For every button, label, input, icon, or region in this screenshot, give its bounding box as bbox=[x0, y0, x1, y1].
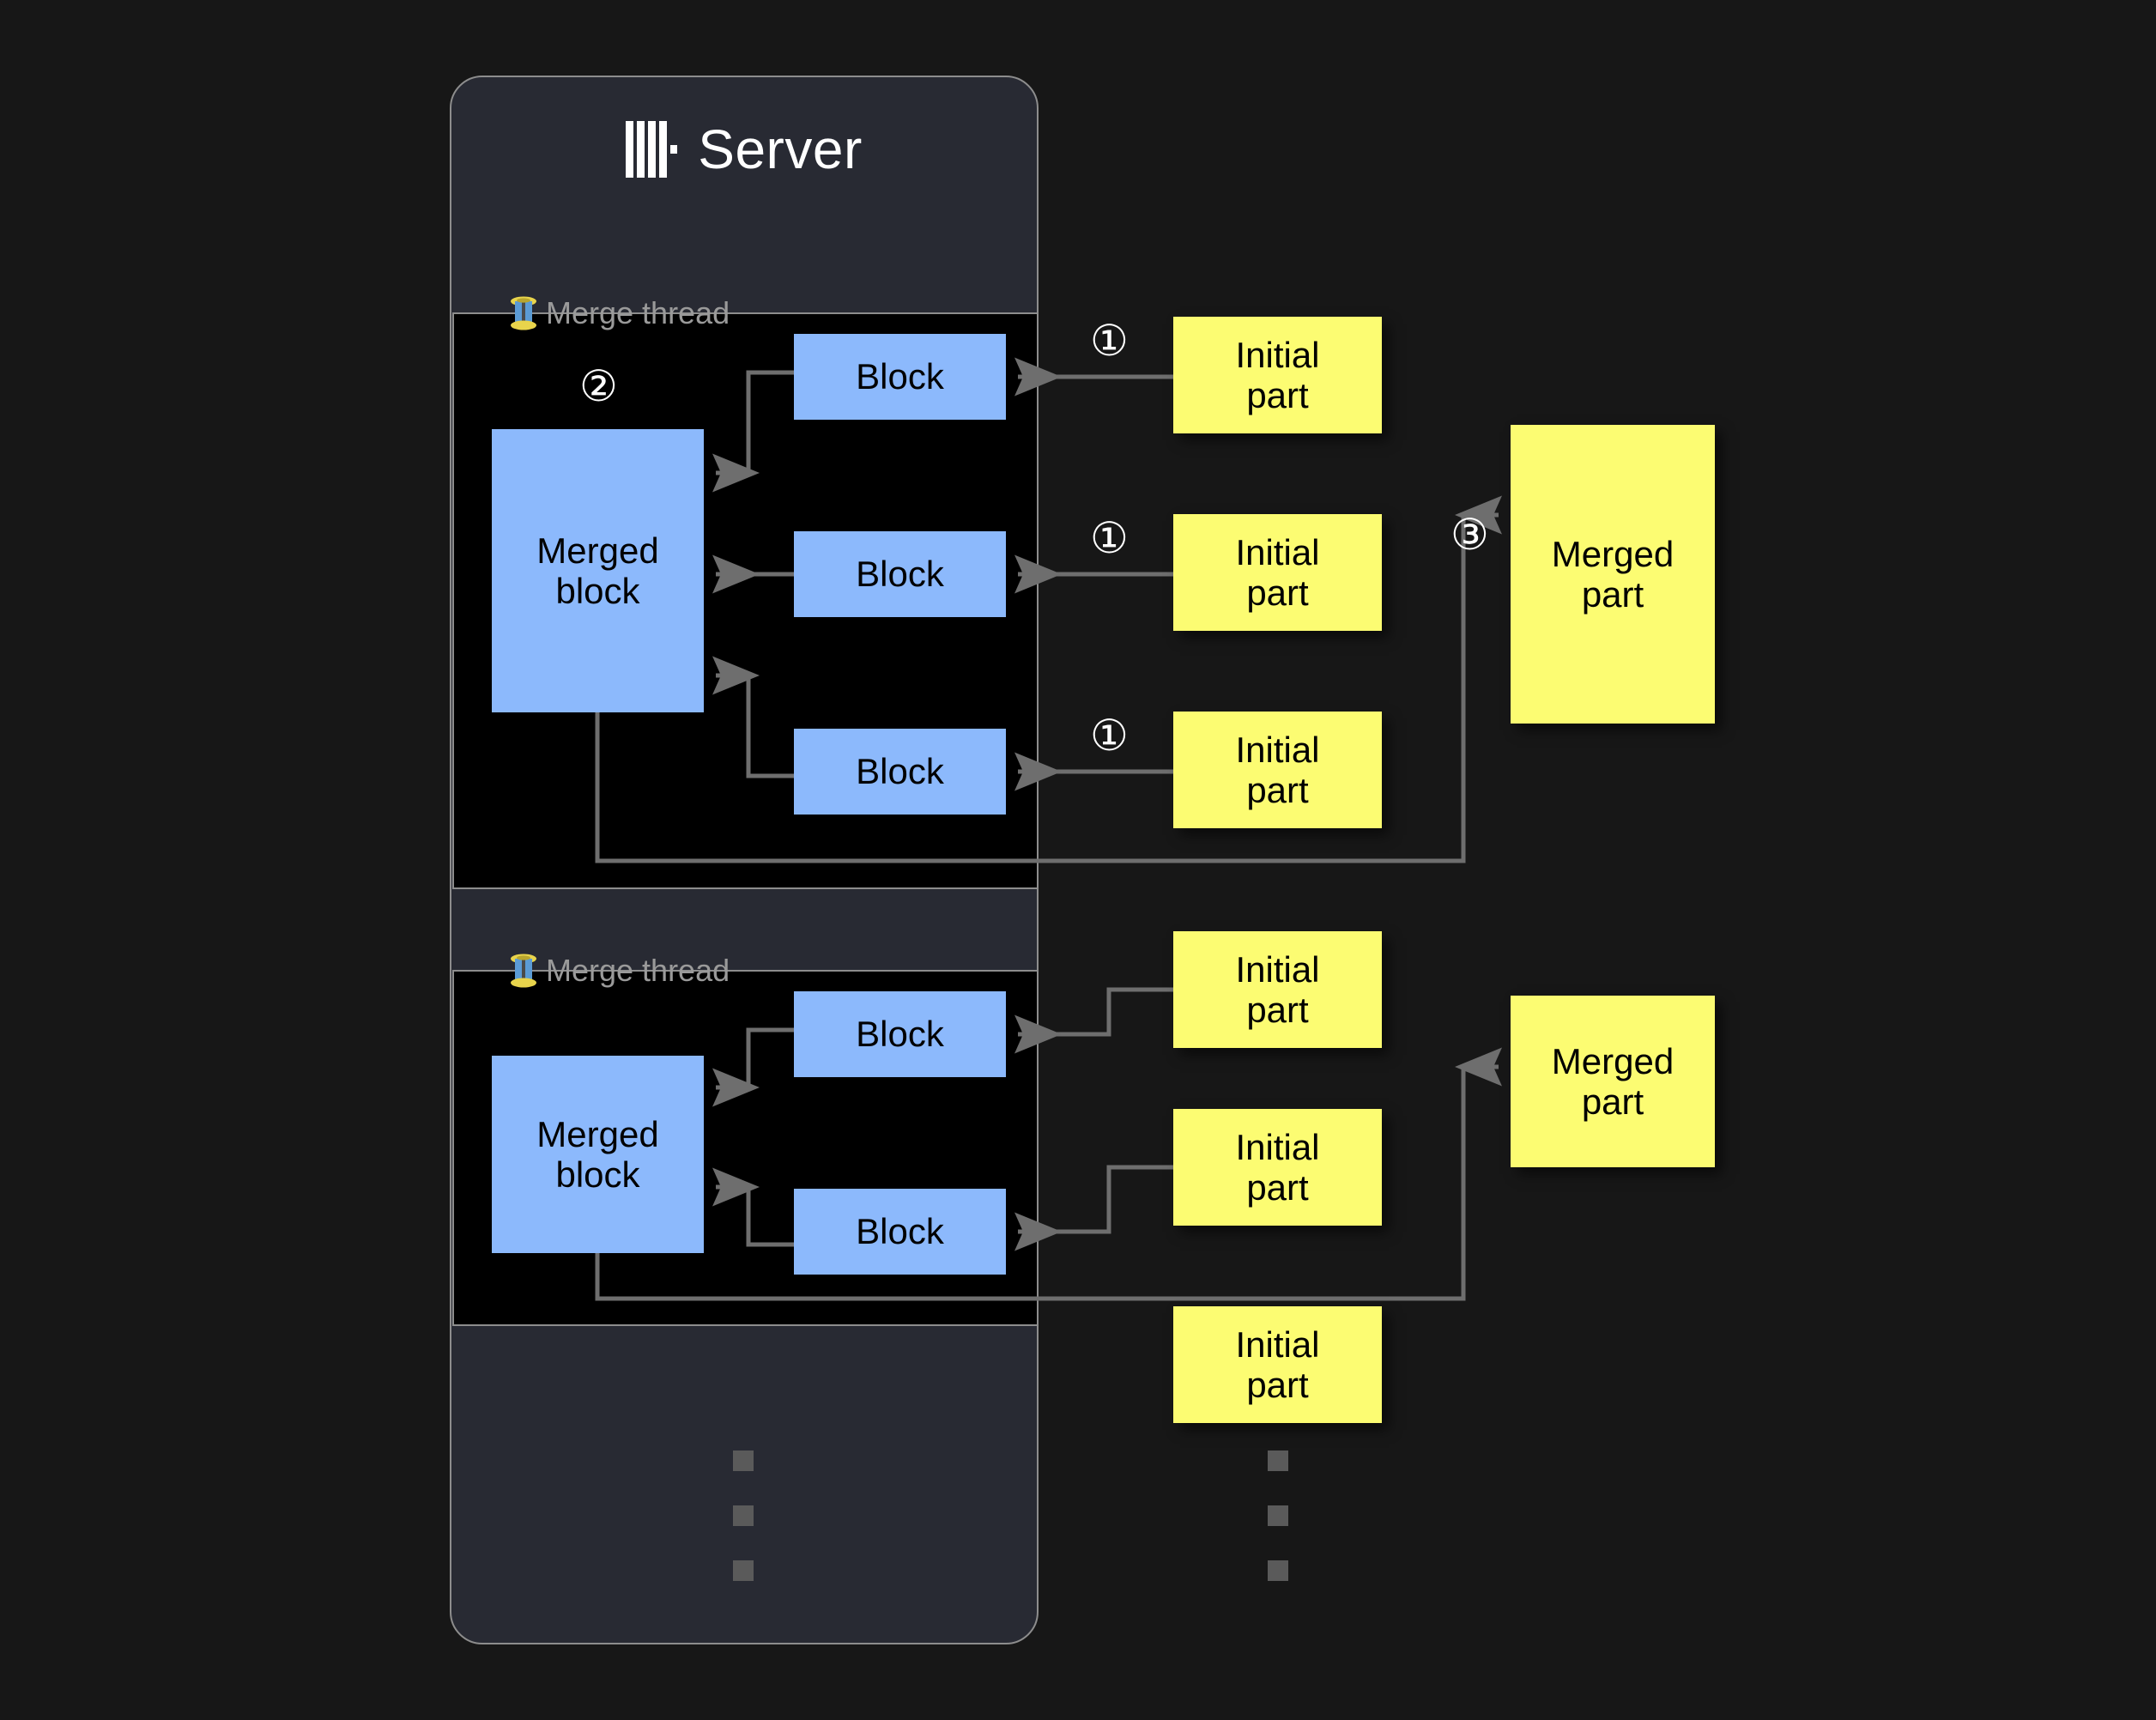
step-marker-3: ③ bbox=[1450, 511, 1489, 559]
block-2-2-label: Block bbox=[856, 1211, 944, 1252]
server-title: Server bbox=[450, 110, 1039, 189]
merge-thread-label-1-text: Merge thread bbox=[546, 295, 730, 330]
step-marker-2: ② bbox=[579, 362, 618, 410]
edge-initial-2-1-to-block-2-1 bbox=[1014, 987, 1173, 1054]
ellipsis-dot bbox=[1268, 1505, 1288, 1526]
server-title-label: Server bbox=[698, 118, 863, 180]
server-ellipsis bbox=[733, 1450, 754, 1581]
block-1-2: Block bbox=[794, 531, 1006, 617]
block-1-1: Block bbox=[794, 334, 1006, 420]
step-marker-1-a: ① bbox=[1090, 317, 1129, 365]
thread-spool-icon bbox=[511, 954, 536, 988]
merge-thread-label-2: Merge thread bbox=[505, 952, 738, 990]
block-2-1-label: Block bbox=[856, 1014, 944, 1055]
step-marker-1-c: ① bbox=[1090, 712, 1129, 760]
block-1-3-label: Block bbox=[856, 751, 944, 792]
ellipsis-dot bbox=[1268, 1560, 1288, 1581]
ellipsis-dot bbox=[733, 1450, 754, 1471]
block-1-3: Block bbox=[794, 729, 1006, 815]
parts-ellipsis bbox=[1268, 1450, 1288, 1581]
ellipsis-dot bbox=[733, 1505, 754, 1526]
clickhouse-logo-icon bbox=[626, 121, 678, 178]
ellipsis-dot bbox=[1268, 1450, 1288, 1471]
block-1-1-label: Block bbox=[856, 356, 944, 397]
merge-thread-label-1: Merge thread bbox=[505, 294, 738, 332]
block-1-2-label: Block bbox=[856, 554, 944, 595]
step-marker-1-b: ① bbox=[1090, 514, 1129, 562]
edge-initial-2-2-to-block-2-2 bbox=[1014, 1165, 1173, 1251]
block-2-1: Block bbox=[794, 991, 1006, 1077]
thread-spool-icon bbox=[511, 296, 536, 330]
ellipsis-dot bbox=[733, 1560, 754, 1581]
merge-thread-label-2-text: Merge thread bbox=[546, 953, 730, 988]
block-2-2: Block bbox=[794, 1189, 1006, 1275]
